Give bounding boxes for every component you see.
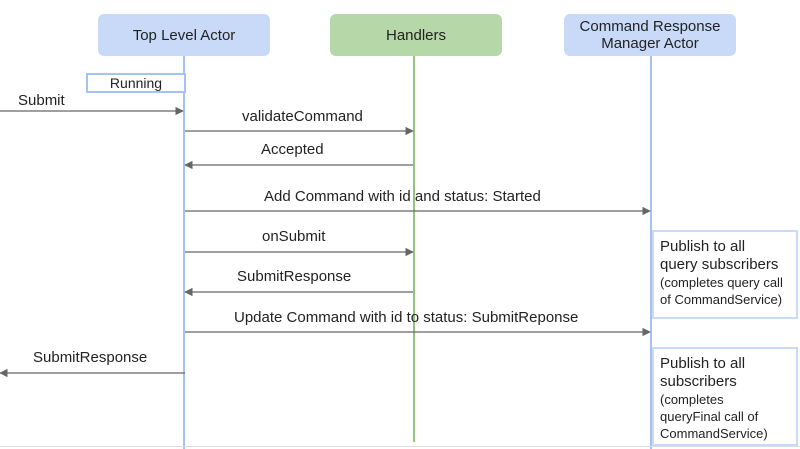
actor-crm-label-line1: Command Response bbox=[579, 18, 721, 35]
msg-validate-command: validateCommand bbox=[242, 108, 363, 125]
note-query-line4: of CommandService) bbox=[660, 292, 783, 307]
msg-submit: Submit bbox=[18, 92, 65, 109]
lifeline-handlers bbox=[413, 56, 415, 442]
bottom-divider bbox=[0, 446, 800, 447]
msg-update-command: Update Command with id to status: Submit… bbox=[234, 309, 579, 326]
msg-on-submit: onSubmit bbox=[262, 228, 326, 245]
note-publish-query: Publish to all query subscribers (comple… bbox=[652, 230, 798, 319]
lifeline-top-level bbox=[183, 56, 185, 449]
actor-handlers: Handlers bbox=[330, 14, 502, 56]
note-final-line3: (completes bbox=[660, 392, 724, 407]
note-final-line5: CommandService) bbox=[660, 426, 768, 441]
state-running-label: Running bbox=[86, 73, 186, 93]
lifeline-command-response-manager bbox=[650, 56, 652, 449]
note-query-line3: (completes query call bbox=[660, 275, 783, 290]
actor-command-response-manager: Command Response Manager Actor bbox=[564, 14, 736, 56]
note-final-line4: queryFinal call of bbox=[660, 409, 759, 424]
note-query-line2: query subscribers bbox=[660, 256, 779, 273]
actor-crm-label-line2: Manager Actor bbox=[601, 35, 699, 52]
note-publish-final: Publish to all subscribers (completes qu… bbox=[652, 347, 798, 446]
note-final-line2: subscribers bbox=[660, 373, 737, 390]
msg-add-command: Add Command with id and status: Started bbox=[264, 188, 541, 205]
msg-submit-response-handlers: SubmitResponse bbox=[237, 268, 352, 285]
actor-handlers-label: Handlers bbox=[385, 26, 447, 44]
msg-submit-response-out: SubmitResponse bbox=[33, 349, 148, 366]
actor-top-level: Top Level Actor bbox=[98, 14, 270, 56]
note-query-line1: Publish to all bbox=[660, 238, 746, 255]
actor-top-level-label: Top Level Actor bbox=[132, 26, 236, 44]
note-final-line1: Publish to all bbox=[660, 355, 746, 372]
msg-accepted: Accepted bbox=[261, 141, 324, 158]
